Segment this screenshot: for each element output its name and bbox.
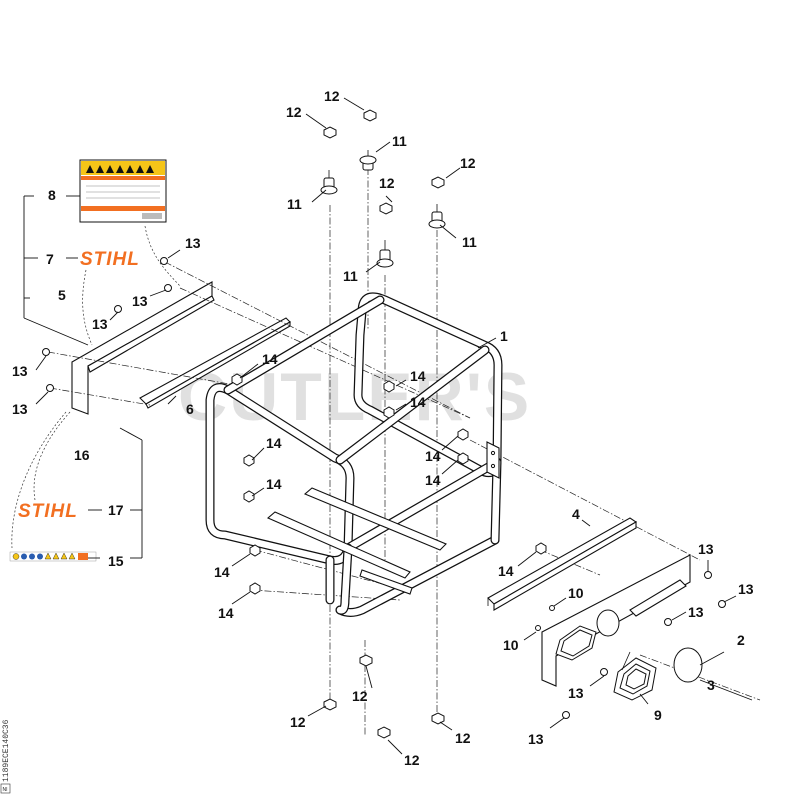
callout-14: 14 (425, 472, 441, 488)
callout-14: 14 (410, 394, 426, 410)
decal-leader-15 (11, 411, 67, 549)
center-lines (47, 168, 761, 735)
callout-9: 9 (654, 707, 662, 723)
callout-17: 17 (108, 502, 124, 518)
rail-part-4 (487, 517, 638, 611)
stihl-logo-part-7: STIHL (80, 249, 140, 270)
bracket-left-upper (23, 195, 89, 346)
nut-part-14 (231, 373, 547, 595)
callout-13: 13 (528, 731, 544, 747)
decal-leader-7 (82, 269, 93, 346)
callout-2: 2 (737, 632, 745, 648)
mount-part-11 (376, 240, 394, 268)
nut-part-12 (323, 109, 445, 739)
callout-13: 13 (698, 541, 714, 557)
warning-decal-part-8 (79, 159, 167, 223)
callout-12: 12 (379, 175, 395, 191)
callout-14: 14 (262, 351, 278, 367)
callout-14: 14 (425, 448, 441, 464)
callout-13: 13 (738, 581, 754, 597)
callout-11: 11 (462, 234, 477, 250)
bracket-left-lower (88, 427, 143, 559)
callout-12: 12 (455, 730, 471, 746)
callout-12: 12 (290, 714, 306, 730)
callout-12: 12 (404, 752, 420, 768)
callout-1: 1 (500, 328, 508, 344)
drawing-code: 1189ECE140C36 (2, 719, 11, 782)
callout-14: 14 (266, 476, 282, 492)
callout-12: 12 (352, 688, 368, 704)
callout-11: 11 (287, 196, 302, 212)
screw-part-13 (42, 257, 726, 719)
callout-12: 12 (324, 88, 340, 104)
callout-14: 14 (218, 605, 234, 621)
screw-part-10 (535, 605, 555, 631)
callout-6: 6 (186, 401, 194, 417)
callout-3: 3 (707, 677, 715, 693)
callout-13: 13 (12, 363, 28, 379)
callout-8: 8 (48, 187, 56, 203)
callout-14: 14 (410, 368, 426, 384)
decal-leader-17 (33, 411, 71, 501)
callout-5: 5 (58, 287, 66, 303)
callout-16: 16 (74, 447, 90, 463)
callout-7: 7 (46, 251, 54, 267)
leader-lines (35, 97, 737, 755)
callout-11: 11 (392, 133, 407, 149)
side-panel-part-5 (71, 281, 215, 415)
decal-leader-8 (144, 225, 181, 287)
callout-10: 10 (568, 585, 584, 601)
warning-strip-part-15 (9, 551, 97, 562)
callout-14: 14 (266, 435, 282, 451)
callout-12: 12 (286, 104, 302, 120)
callout-13: 13 (12, 401, 28, 417)
callout-13: 13 (92, 316, 108, 332)
corner-mark-box (0, 783, 11, 794)
callout-13: 13 (132, 293, 148, 309)
callout-10: 10 (503, 637, 519, 653)
mount-part-11 (320, 170, 338, 195)
callout-15: 15 (108, 553, 124, 569)
callout-numbers: 1 2 3 4 5 6 7 8 9 10 10 11 11 11 11 12 1… (12, 88, 754, 768)
callout-4: 4 (572, 506, 580, 522)
mount-part-11 (428, 204, 446, 229)
front-panel-part-2 (541, 554, 691, 687)
stihl-logo-part-17: STIHL (18, 501, 78, 522)
grommet-part-9 (613, 651, 657, 701)
callout-12: 12 (460, 155, 476, 171)
callout-14: 14 (214, 564, 230, 580)
callout-13: 13 (568, 685, 584, 701)
callout-13: 13 (185, 235, 201, 251)
cap-part-3 (673, 647, 703, 683)
callout-11: 11 (343, 268, 358, 284)
callout-14: 14 (498, 563, 514, 579)
callout-13: 13 (688, 604, 704, 620)
mount-part-11 (359, 150, 377, 171)
corner-mark: NI (3, 787, 8, 793)
tube-frame-part-1 (205, 292, 503, 617)
